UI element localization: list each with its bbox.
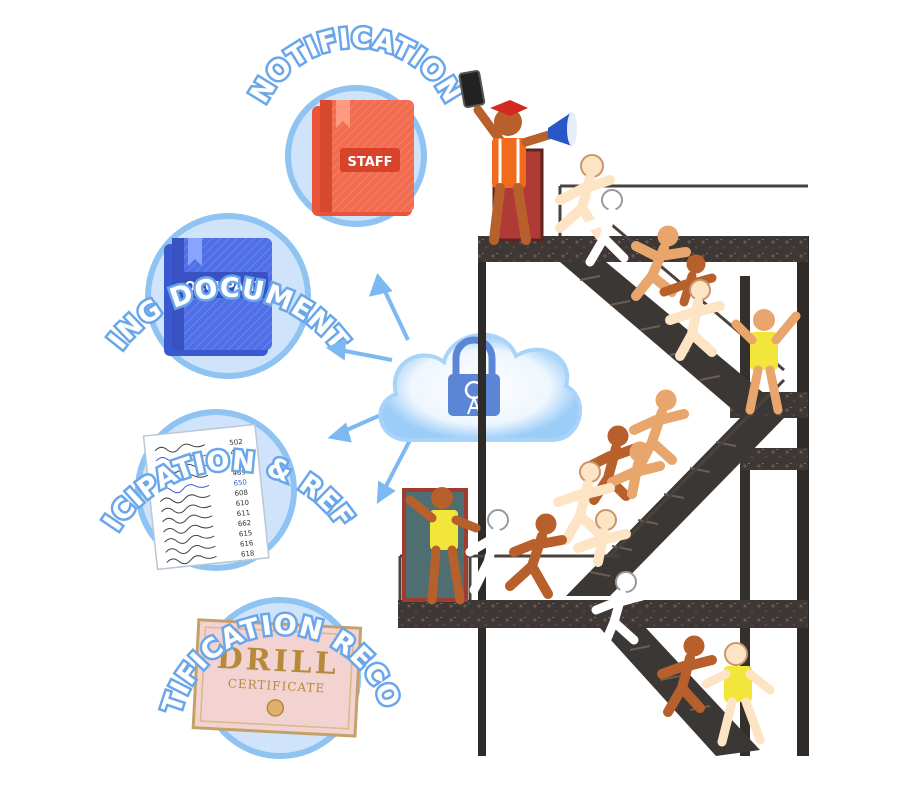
runner [505,513,567,599]
runner [657,635,717,717]
signature-line [163,524,214,534]
room-number: 460 [230,448,244,457]
runner [573,509,631,567]
runner [659,254,717,307]
fire-escape-structure [398,148,809,756]
runner [465,509,521,595]
sync-arrows [325,273,412,504]
occupant-binder-icon: OCCUPANT [164,238,272,356]
signature-line [154,443,205,453]
signature-line [159,484,210,494]
runner [579,189,635,267]
room-number: 470 [231,458,245,467]
room-number: 610 [235,499,249,508]
graduation-cap-icon [490,100,528,116]
room-number: 662 [237,519,251,528]
room-number: 650 [233,478,247,487]
phone-icon [458,70,486,109]
runner [607,441,665,499]
runner [553,461,615,545]
stair-flight-2 [566,418,784,596]
certificate-title: DRILL [216,641,340,682]
room-number: 608 [234,489,248,498]
occupant-book-label: OCCUPANT [185,280,264,295]
signature-line [166,555,217,565]
runner-with-vest [701,642,775,747]
signature-line [156,463,208,473]
room-number: 611 [236,509,250,518]
runner [631,225,691,301]
room-number: 616 [240,539,255,548]
signature-line [157,474,209,484]
runner [555,154,615,241]
door-holder-with-vest [405,487,481,605]
room-number: 615 [239,529,253,538]
notification-group: STAFF NOTIFICATION [242,20,469,227]
signature-line [161,504,212,514]
runner [585,425,641,505]
staff-binder-icon: STAFF [312,100,414,216]
evacuees [405,70,801,747]
room-number: 502 [229,438,243,447]
runner [665,279,725,361]
drill-leader [458,70,577,245]
staff-book-label: STAFF [347,155,392,170]
signature-line [164,534,215,544]
certificate-subtitle: CERTIFICATE [227,676,325,695]
room-number: 618 [241,549,255,558]
certificate-seal [266,699,285,717]
runner-with-vest [731,309,801,415]
signature-line [162,514,213,524]
megaphone-icon [548,112,577,146]
signature-line [155,453,207,463]
room-number: 469 [232,468,246,477]
drill-certificate: DRILL CERTIFICATE [191,618,363,738]
runner [629,389,689,471]
runner [591,571,647,651]
signature-line [165,545,216,555]
stair-flight-1 [560,262,784,416]
signature-line [160,494,211,504]
padlock-icon [448,336,500,416]
